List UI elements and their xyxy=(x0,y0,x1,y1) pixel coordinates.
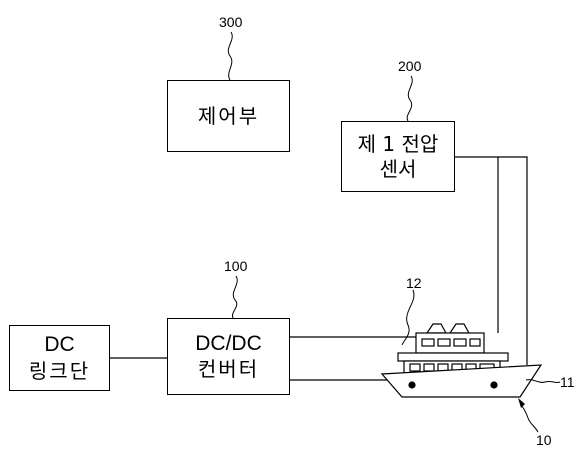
converter-box: DC/DC 컨버터 xyxy=(167,318,290,395)
leader-200 xyxy=(406,75,413,122)
voltage-sensor-label-line2: 센서 xyxy=(379,156,417,181)
capacitor-module xyxy=(380,323,543,398)
dc-link-box: DC 링크단 xyxy=(9,325,110,391)
sensor-wire-b xyxy=(498,156,528,365)
terminal-left xyxy=(425,323,448,334)
ref-300: 300 xyxy=(219,14,243,30)
terminal-right xyxy=(448,323,471,334)
ref-12: 12 xyxy=(406,275,422,291)
leader-300 xyxy=(227,31,233,81)
sensor-wire-a xyxy=(455,156,499,333)
terminal-dot-right xyxy=(490,381,498,389)
dc-link-label-line1: DC xyxy=(44,333,75,357)
controller-box: 제어부 xyxy=(167,80,290,152)
ref-11: 11 xyxy=(560,374,575,390)
dc-link-label-line2: 링크단 xyxy=(28,358,91,383)
ref-10: 10 xyxy=(536,432,552,448)
arrowhead-10 xyxy=(518,398,525,408)
leader-11 xyxy=(525,379,561,384)
terminal-dot-left xyxy=(408,381,416,389)
leader-10 xyxy=(521,405,539,433)
voltage-sensor-label-line1: 제 1 전압 xyxy=(357,131,439,156)
ref-200: 200 xyxy=(398,58,422,74)
controller-label: 제어부 xyxy=(197,103,260,128)
leader-100 xyxy=(231,275,238,319)
converter-label-line1: DC/DC xyxy=(195,331,262,355)
converter-label-line2: 컨버터 xyxy=(197,357,260,382)
leader-12 xyxy=(401,289,415,346)
voltage-sensor-box: 제 1 전압 센서 xyxy=(341,121,455,192)
capacitor-body xyxy=(380,364,543,398)
module-plate xyxy=(397,352,509,362)
ref-100: 100 xyxy=(224,258,248,274)
